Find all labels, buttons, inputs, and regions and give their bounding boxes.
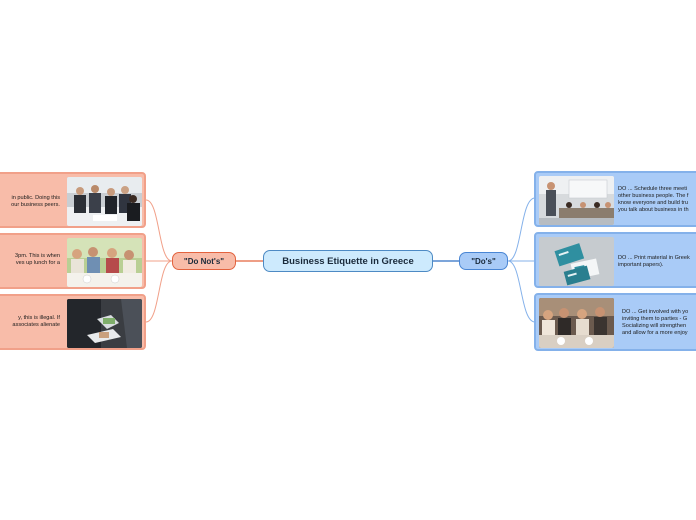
link-dos-to-item-1 [507,197,536,262]
do-card-text: DO ... Get involved with yo inviting the… [622,309,689,336]
dont-card-text: y, this is illegal. If associates aliena… [12,315,60,328]
business-meeting-photo [67,177,142,226]
link-dos-to-item-3 [507,260,536,323]
group-lunch-photo [67,238,142,287]
money-handover-photo [67,299,142,348]
do-card-text: DO ... Print material in Greek important… [618,255,690,268]
dos-branch[interactable]: "Do's" [459,252,508,270]
dont-card-text: in public. Doing this our business peers… [11,195,60,208]
do-card-text: DO ... Schedule three meeti other busine… [618,186,689,213]
link-donts-to-item-3 [145,260,173,323]
dont-card-public[interactable]: in public. Doing this our business peers… [0,172,146,228]
do-card-socialize[interactable]: DO ... Get involved with yo inviting the… [534,293,696,351]
presentation-meeting-photo [539,176,614,225]
dont-card-bribe[interactable]: y, this is illegal. If associates aliena… [0,294,146,350]
donts-branch[interactable]: "Do Not's" [172,252,236,270]
link-donts-to-item-1 [145,199,173,262]
business-cards-photo [539,237,614,286]
dont-card-text: 3pm. This is when ves up lunch for a [15,253,60,266]
dont-card-lunch[interactable]: 3pm. This is when ves up lunch for a [0,233,146,289]
central-topic[interactable]: Business Etiquette in Greece [263,250,433,272]
do-card-meetings[interactable]: DO ... Schedule three meeti other busine… [534,171,696,227]
social-dinner-photo [539,298,614,348]
do-card-print[interactable]: DO ... Print material in Greek important… [534,232,696,288]
